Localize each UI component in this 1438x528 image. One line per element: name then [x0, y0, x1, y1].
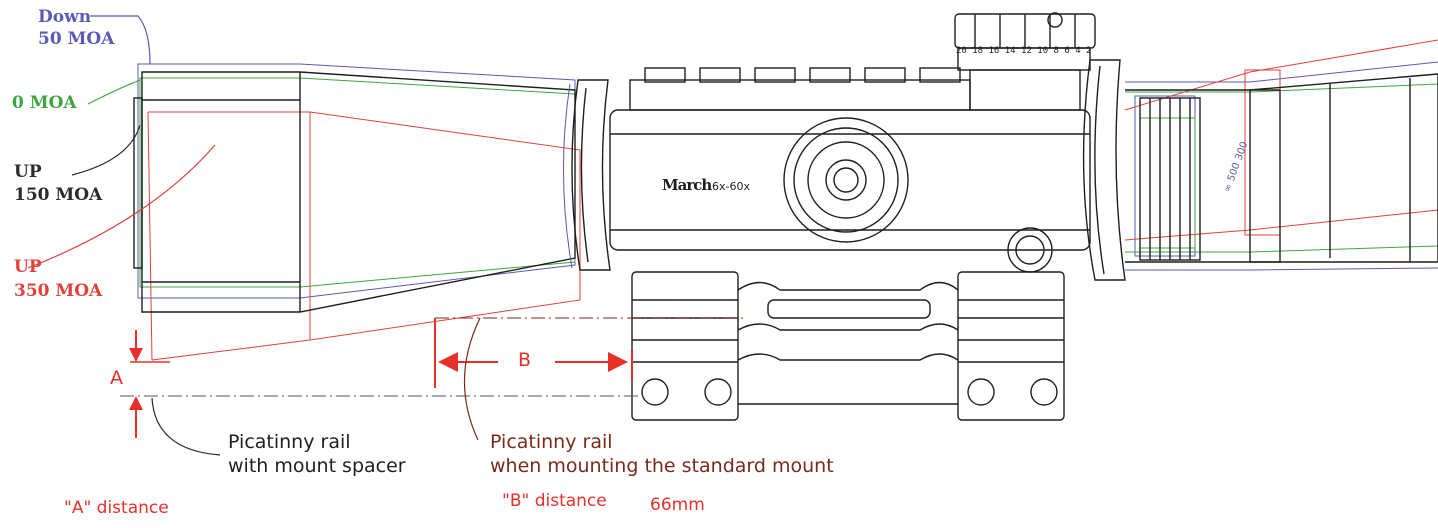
note-spacer-line1: Picatinny rail: [228, 431, 351, 453]
legend-up350-line2: 350 MOA: [14, 281, 103, 301]
eyepiece-outline-up350: [1124, 39, 1438, 241]
eyepiece-outline-down: [1125, 61, 1438, 271]
objective-ring: [563, 79, 611, 271]
dimension-b: [434, 318, 633, 388]
note-spacer-line2: with mount spacer: [228, 455, 406, 477]
objective-outline-zero: [139, 77, 576, 288]
caption-b-distance: "B" distance: [502, 491, 607, 511]
rail-reference-lines: [120, 317, 745, 397]
objective-bell: [133, 71, 576, 313]
scope-model: 6x-60x: [712, 180, 750, 193]
legend-down-line2: 50 MOA: [38, 29, 115, 49]
note-standard-line2: when mounting the standard mount: [490, 455, 834, 477]
note-standard-line1: Picatinny rail: [490, 431, 613, 453]
objective-outline-down: [137, 63, 576, 299]
elevation-turret: [954, 12, 1096, 111]
legend-zero: 0 MOA: [12, 93, 77, 113]
legend-down-line1: Down: [38, 7, 92, 27]
caption-b-value: 66mm: [650, 495, 705, 515]
dimension-a: [129, 330, 143, 438]
eyepiece-body: [1125, 73, 1438, 263]
main-tube: [609, 67, 1091, 251]
dimension-a-label: A: [110, 367, 123, 389]
leader-lines: [27, 15, 481, 456]
turret-scale: 20 18 16 14 12 10 8 6 4 2: [956, 46, 1092, 56]
legend-up150-line2: 150 MOA: [14, 185, 103, 205]
caption-a-distance: "A" distance: [64, 498, 169, 518]
legend-up150-line1: UP: [14, 162, 42, 182]
scope-mount: [631, 271, 1065, 421]
scope-brand: March: [662, 176, 712, 194]
eyepiece-ring: [1082, 59, 1126, 281]
objective-outline-up350: [147, 111, 581, 361]
parallax-knob: [783, 117, 909, 243]
dimension-b-label: B: [518, 349, 532, 371]
legend-up350-line1: UP: [14, 257, 42, 277]
